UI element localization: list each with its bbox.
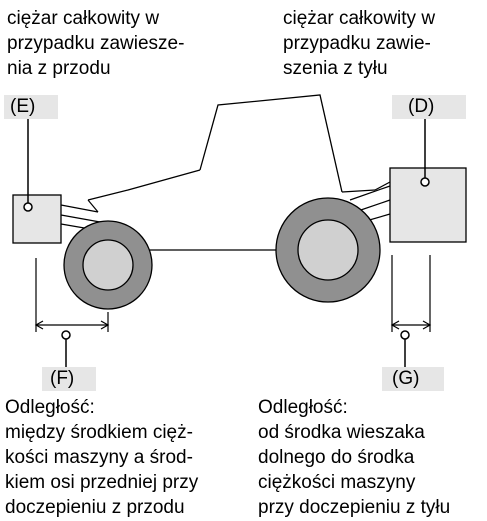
tractor-cab (199, 94, 343, 193)
front-distance-note: Odległość: między środkiem cięż- kości m… (5, 397, 199, 518)
front-implement (12, 194, 101, 244)
dimension-g (390, 255, 432, 367)
tractor-rear-body (341, 189, 376, 193)
label-d: (D) (392, 95, 466, 119)
tractor-hood (87, 169, 201, 201)
label-g: (G) (382, 367, 444, 391)
front-weight-caption: ciężar całkowity w przypadku zawiesze- n… (7, 8, 185, 79)
rear-distance-note: Odległość: od środka wieszaka dolnego do… (258, 397, 451, 518)
front-wheel (63, 220, 153, 310)
label-e: (E) (4, 95, 58, 119)
rear-weight-caption: ciężar całkowity w przypadku zawie- szen… (283, 8, 436, 79)
front-cg-marker (23, 202, 33, 212)
dimension-f (34, 258, 110, 367)
rear-cg-marker (420, 177, 430, 187)
rear-wheel (275, 197, 381, 303)
label-f: (F) (42, 367, 96, 391)
